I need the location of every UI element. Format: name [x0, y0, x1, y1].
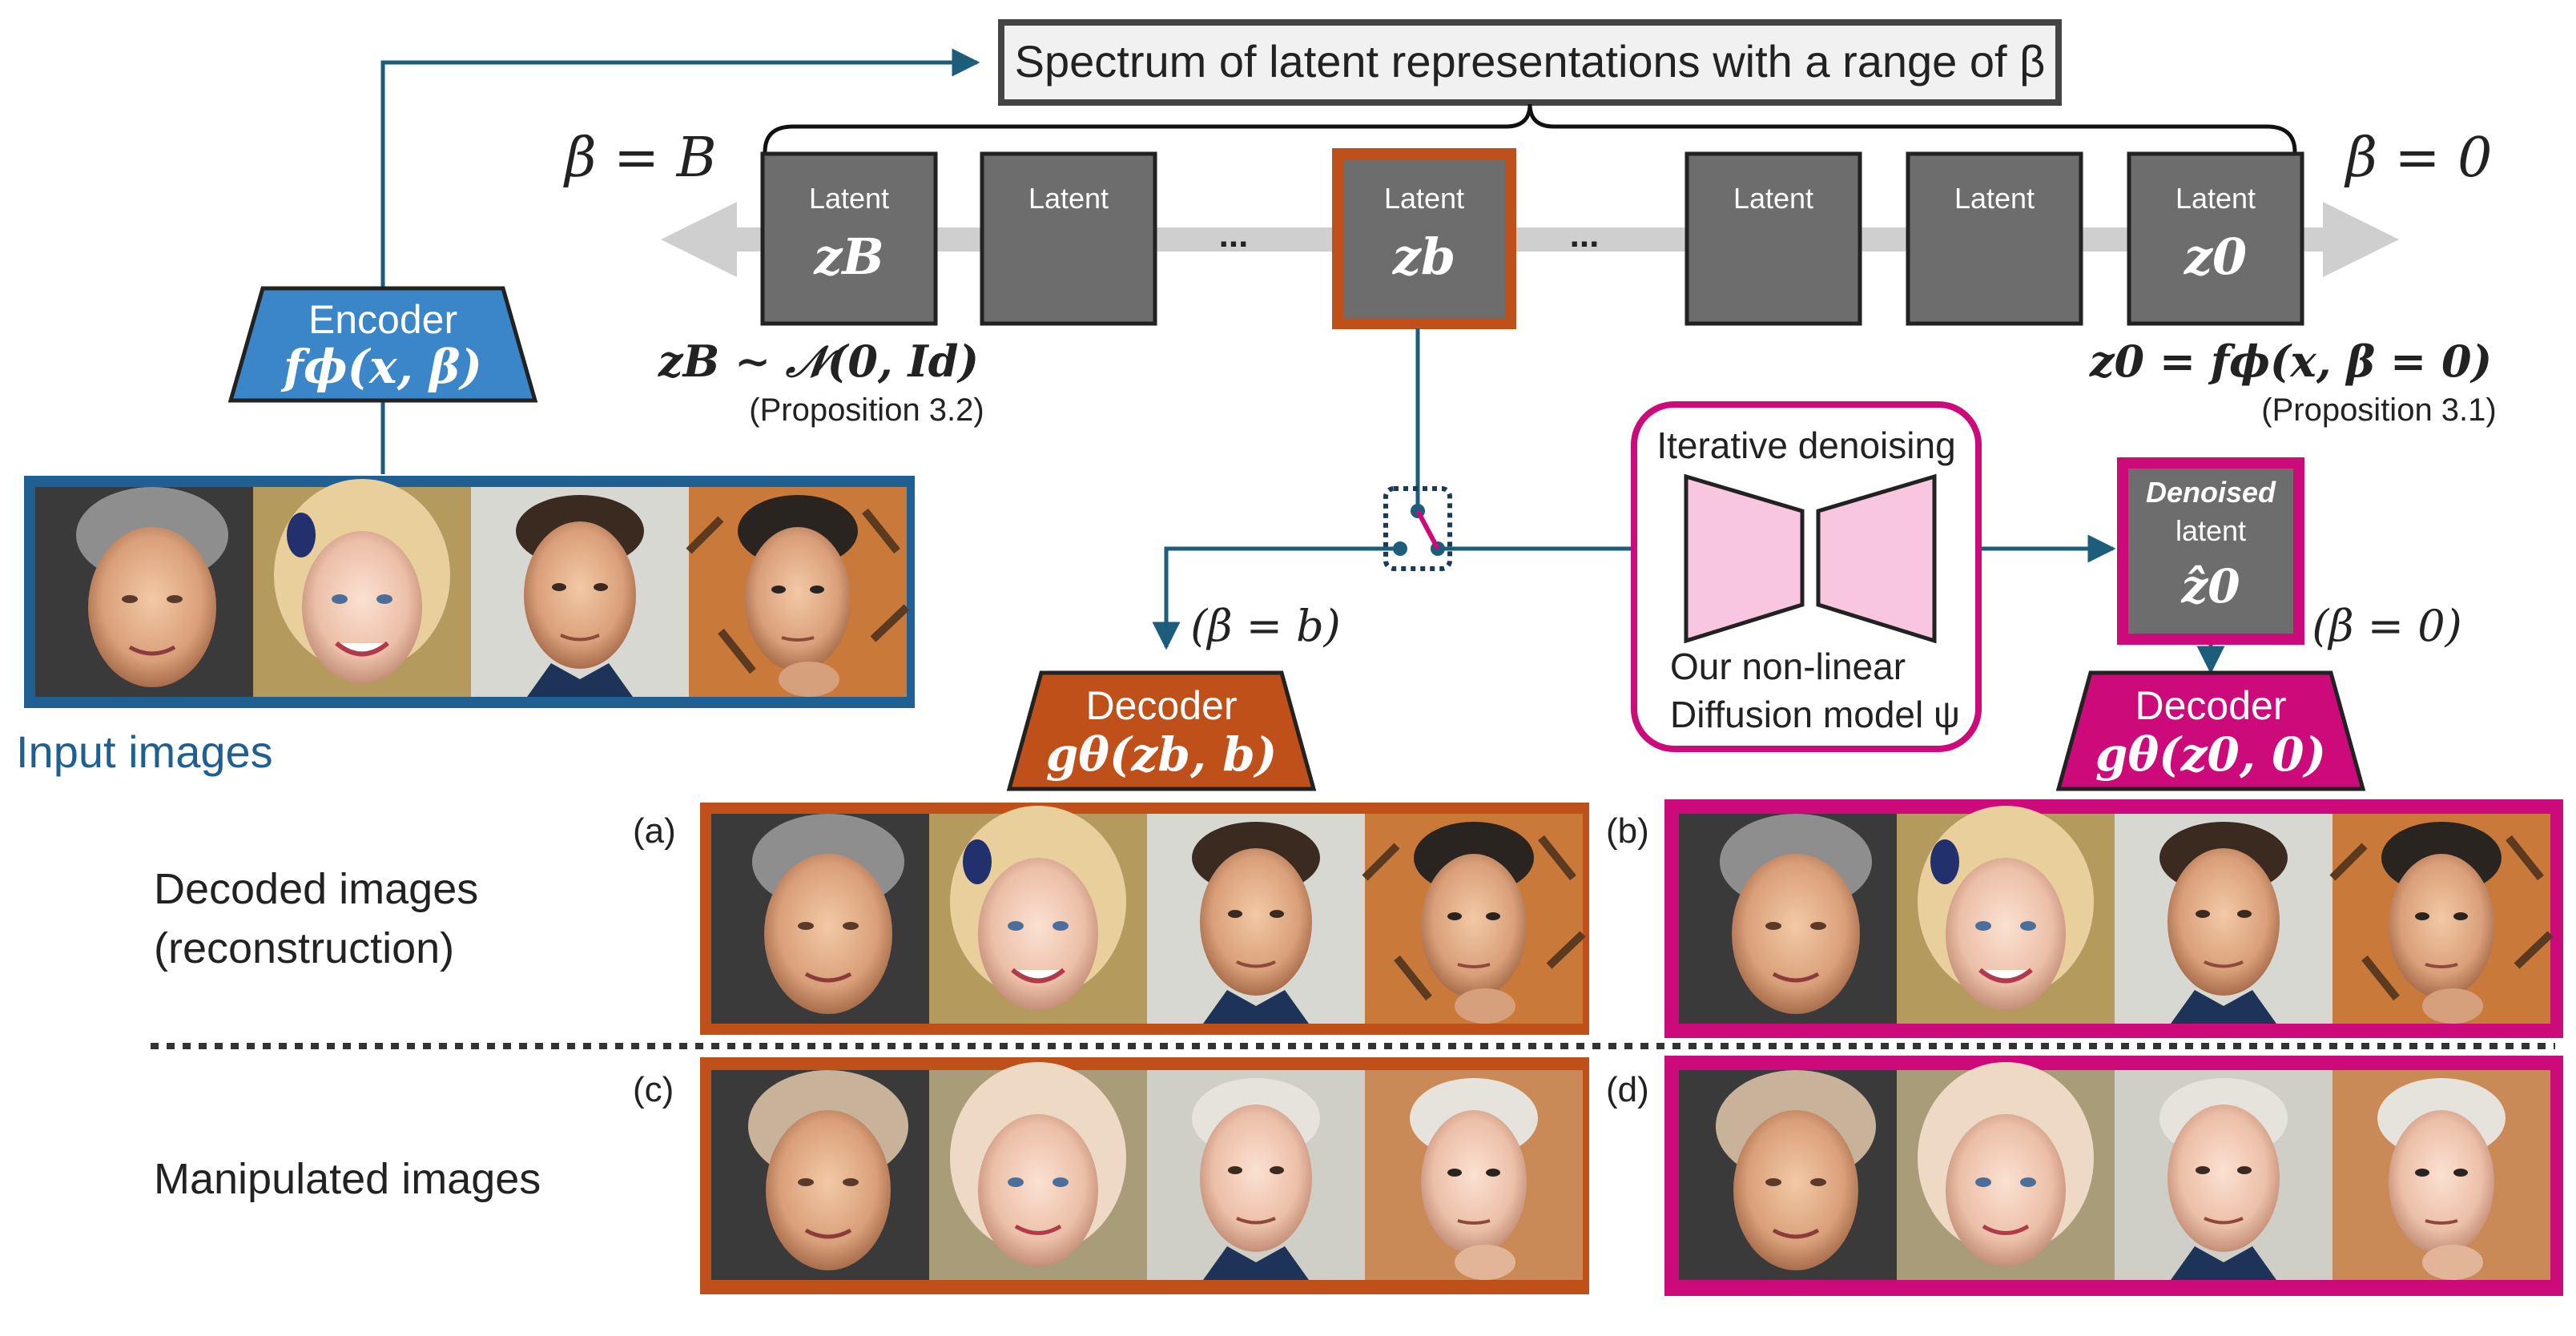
latent-symbol-3: zb: [1392, 227, 1456, 286]
panel-label-c: (c): [633, 1070, 674, 1109]
panel-b-images: [1679, 806, 2550, 1024]
denoised-symbol: ẑ0: [2180, 559, 2240, 614]
panel-b-face-4: [2332, 814, 2550, 1024]
latent-symbol-1: zB: [813, 227, 884, 286]
panel-c-face-3: [1145, 1068, 1366, 1282]
encoder-formula: fϕ(x, β): [280, 340, 482, 394]
panel-label-b: (b): [1606, 811, 1649, 851]
panel-d-face-3: [2113, 1068, 2334, 1282]
switch-lever: [1415, 509, 1440, 550]
input-face-3: [469, 485, 690, 698]
latent-box-3: [1332, 148, 1516, 329]
input-face-4: [689, 487, 907, 697]
decoder-right-block: [2055, 670, 2366, 791]
prop-right-ref: (Proposition 3.1): [2261, 392, 2496, 428]
spectrum-arrow-left-head: [661, 202, 737, 277]
denoised-label: latent: [2176, 514, 2246, 547]
panel-b-face-2: [1897, 806, 2115, 1024]
row-manipulated: Manipulated images: [154, 1155, 541, 1203]
panel-d-images: [1679, 1062, 2552, 1282]
diffusion-encoder-shape: [1684, 473, 1805, 644]
switch-to-decoder-arrow: [1152, 546, 1400, 650]
latent-box-5: [1906, 151, 2083, 326]
denoised-latent-box: [2117, 457, 2304, 645]
switch-box: [1383, 486, 1452, 571]
spectrum-brace: [763, 103, 2297, 153]
latent-label-3: Latent: [1384, 182, 1464, 215]
latent-label-1: Latent: [809, 182, 889, 215]
diffusion-decoder-shape: [1816, 473, 1937, 644]
panel-d-face-4: [2331, 1068, 2552, 1282]
spectrum-title-box: [998, 19, 2062, 106]
encoder-label: Encoder: [308, 297, 457, 342]
denoised-bold-label: Denoised: [2146, 476, 2276, 509]
row-decoded-line2: (reconstruction): [154, 924, 454, 972]
beta-left-label: β = B: [562, 127, 717, 190]
decoder-right-label: Decoder: [2135, 683, 2287, 728]
decoder-left-block: [1006, 670, 1317, 791]
panel-a-images: [711, 806, 1583, 1024]
decoder-left-formula: gθ(zb, b): [1046, 727, 1278, 782]
row-decoded-line1: Decoded images: [154, 865, 478, 913]
panel-b-face-1: [1679, 814, 1897, 1024]
spectrum-arrow-bar: [721, 227, 2339, 252]
diffusion-line1: Our non-linear: [1670, 646, 1906, 687]
panel-d-face-1: [1679, 1070, 1897, 1280]
panel-a-face-3: [1145, 812, 1366, 1025]
latent-box-1: [760, 151, 938, 326]
latent-box-4: [1684, 151, 1862, 326]
encoder-block: [227, 286, 538, 403]
spectrum-title: Spectrum of latent representations with …: [1015, 36, 2046, 87]
panel-d-face-2: [1897, 1062, 2115, 1280]
panel-a-face-4: [1365, 814, 1583, 1024]
prop-right-formula: z0 = fϕ(x, β = 0): [2089, 336, 2492, 387]
diffusion-line2: Diffusion model ψ: [1670, 694, 1960, 735]
prop-left-formula: zB ∼ 𝒩(0, Id): [658, 336, 979, 387]
panel-c-face-4: [1363, 1068, 1584, 1282]
latent-row: Latent zB Latent Latent zb Latent Latent Latent…: [760, 148, 2304, 329]
beta-b-label: (β = b): [1190, 601, 1341, 651]
prop-left-ref: (Proposition 3.2): [749, 392, 984, 428]
beta-right-label: β = 0: [2344, 127, 2493, 190]
latent-label-6: Latent: [2176, 182, 2256, 215]
diffusion-title: Iterative denoising: [1656, 425, 1955, 466]
input-face-2: [253, 479, 471, 697]
input-face-1: [35, 487, 253, 697]
panel-label-a: (a): [633, 811, 676, 851]
input-images-label: Input images: [16, 726, 273, 777]
latent-label-4: Latent: [1733, 182, 1813, 215]
panel-a-face-2: [929, 806, 1147, 1024]
ellipsis-right: ...: [1570, 215, 1600, 255]
spectrum-arrow-right-head: [2323, 202, 2399, 277]
panel-label-d: (d): [1606, 1070, 1649, 1109]
latent-box-6: [2127, 151, 2304, 326]
panel-a-face-1: [711, 814, 929, 1024]
panel-c-face-1: [711, 1070, 929, 1280]
panel-c-face-2: [929, 1062, 1147, 1280]
decoder-right-formula: gθ(z0, 0): [2095, 727, 2326, 782]
latent-box-2: [980, 151, 1157, 326]
ellipsis-left: ...: [1219, 215, 1249, 255]
latent-label-2: Latent: [1028, 182, 1109, 215]
latent-symbol-6: z0: [2184, 227, 2247, 286]
decoder-left-label: Decoder: [1086, 683, 1238, 728]
input-images: [35, 479, 907, 697]
latent-label-5: Latent: [1954, 182, 2035, 215]
panel-b-face-3: [2113, 812, 2334, 1025]
beta-0-label: (β = 0): [2312, 601, 2461, 651]
panel-c-images: [711, 1062, 1584, 1282]
encoder-to-spectrum-arrow: [380, 48, 980, 288]
